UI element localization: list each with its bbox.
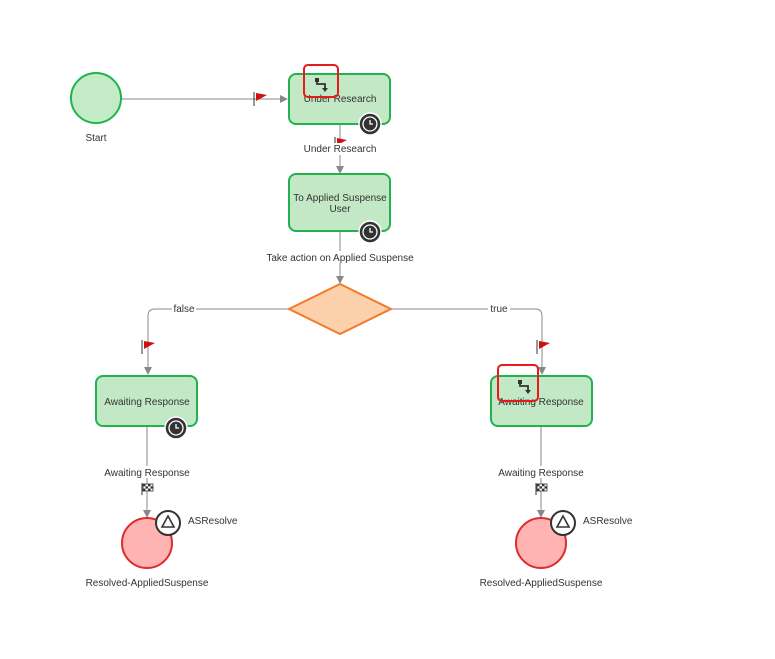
flag-icon (141, 340, 155, 354)
connector-true-branch[interactable] (391, 308, 546, 375)
decision-gateway[interactable] (286, 282, 394, 336)
highlight-box (303, 64, 339, 98)
connector-label-awaiting-right: Awaiting Response (498, 468, 584, 479)
task-applied-suspense-line2: User (329, 204, 351, 215)
task-applied-suspense-line1: To Applied Suspense (293, 193, 387, 204)
end-left-label: Resolved-AppliedSuspense (86, 578, 209, 589)
task-awaiting-response-left[interactable]: Awaiting Response (95, 375, 198, 440)
end-right-tag: ASResolve (583, 516, 633, 527)
checkered-flag-icon (141, 483, 154, 495)
end-left-tag: ASResolve (188, 516, 238, 527)
connector-label-awaiting-left: Awaiting Response (104, 468, 190, 479)
task-applied-suspense-user[interactable]: To Applied Suspense User (288, 173, 391, 244)
subprocess-icon (518, 380, 531, 394)
branch-label-true: true (490, 304, 508, 315)
start-label: Start (85, 133, 106, 144)
task-under-research[interactable]: Under Research (288, 64, 391, 136)
warning-triangle-icon (155, 510, 181, 536)
task-under-research-label: Under Research (304, 94, 377, 105)
task-awaiting-right-label: Awaiting Response (498, 397, 584, 408)
timer-icon (358, 220, 382, 244)
timer-icon (164, 416, 188, 440)
flag-icon (536, 340, 550, 354)
subprocess-icon (315, 78, 328, 92)
connector-label-take-action: Take action on Applied Suspense (266, 253, 414, 264)
task-awaiting-left-label: Awaiting Response (104, 397, 190, 408)
connector-label-under-research: Under Research (304, 144, 377, 155)
timer-icon (358, 112, 382, 136)
task-awaiting-response-right[interactable]: Awaiting Response (490, 364, 593, 427)
connector-false-branch[interactable] (144, 308, 289, 375)
checkered-flag-icon (535, 483, 548, 495)
flag-icon (253, 92, 267, 106)
start-event[interactable] (70, 72, 122, 124)
warning-triangle-icon (550, 510, 576, 536)
end-right-label: Resolved-AppliedSuspense (480, 578, 603, 589)
highlight-box (497, 364, 539, 402)
branch-label-false: false (173, 304, 195, 315)
